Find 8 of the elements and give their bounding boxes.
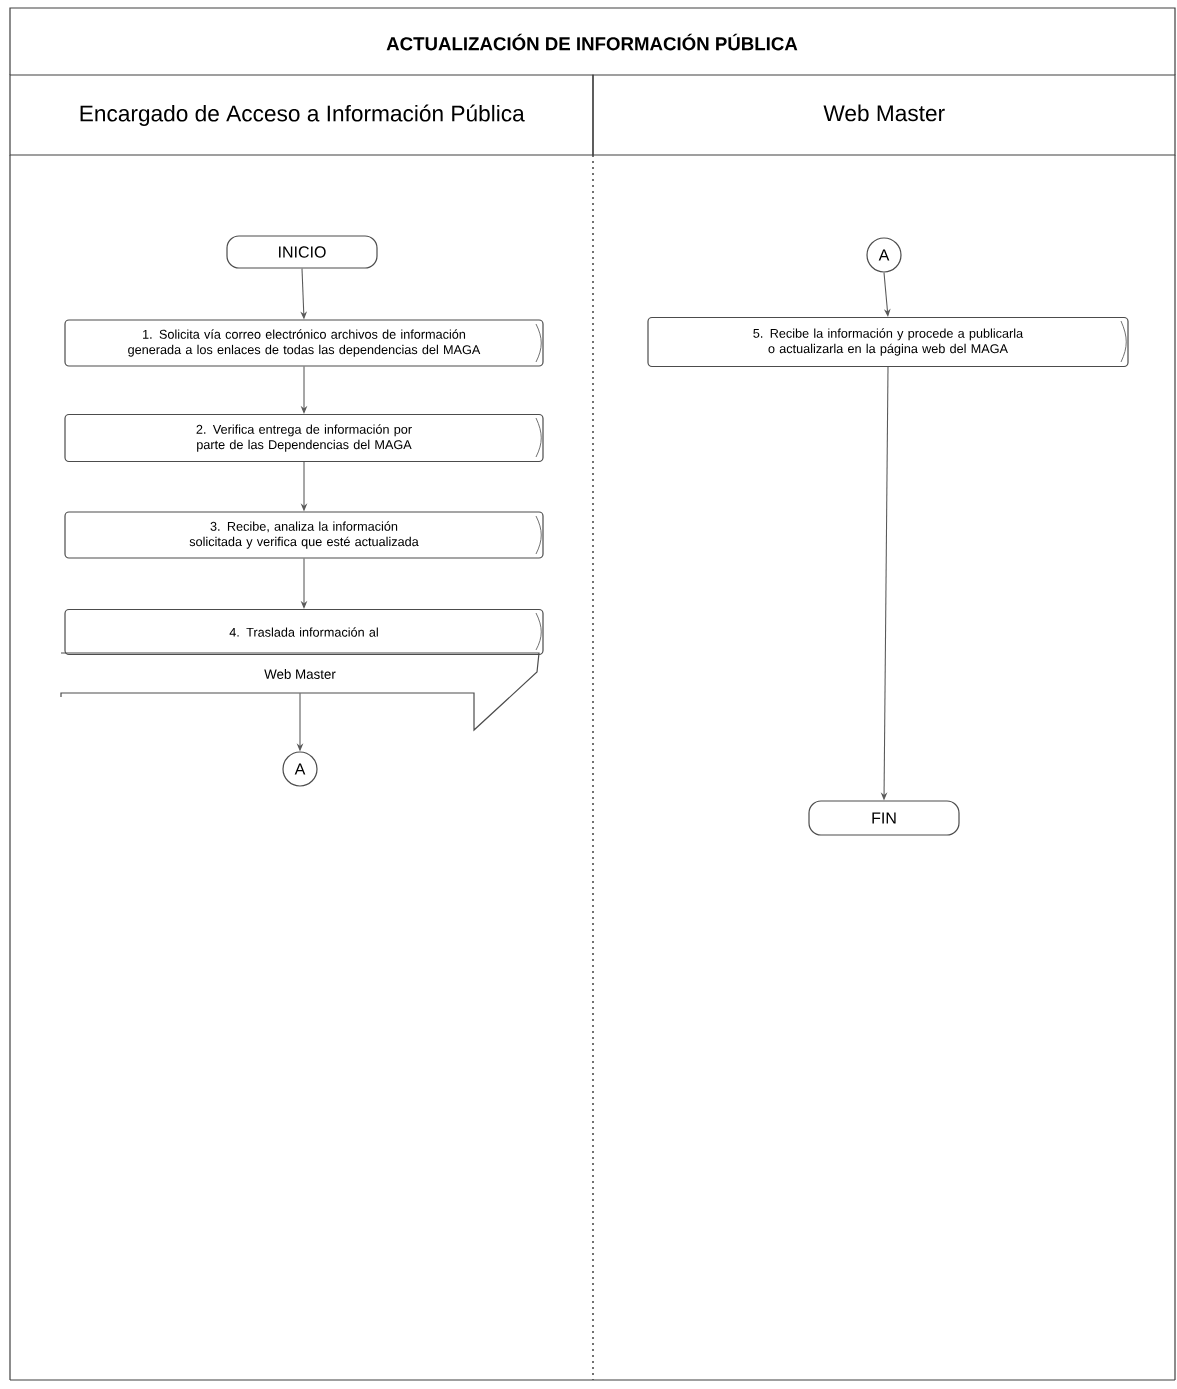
terminal-box: INICIO <box>226 235 378 269</box>
process-box: 4. Traslada información al <box>64 608 544 656</box>
process-box: 3. Recibe, analiza la información solicitada y verifica que esté actualizada <box>64 511 544 559</box>
process-box: 1. Solicita vía correo electrónico archivos de información generada a los enlaces de todas las dependencias del MAGA <box>64 319 544 367</box>
process-box: 2. Verifica entrega de información por parte de las Dependencias del MAGA <box>64 413 544 463</box>
terminal-box: FIN <box>808 800 960 836</box>
arrow <box>883 272 891 317</box>
process-box: 5. Recibe la información y procede a publicarla o actualizarla en la página web del MAGA <box>647 316 1129 368</box>
